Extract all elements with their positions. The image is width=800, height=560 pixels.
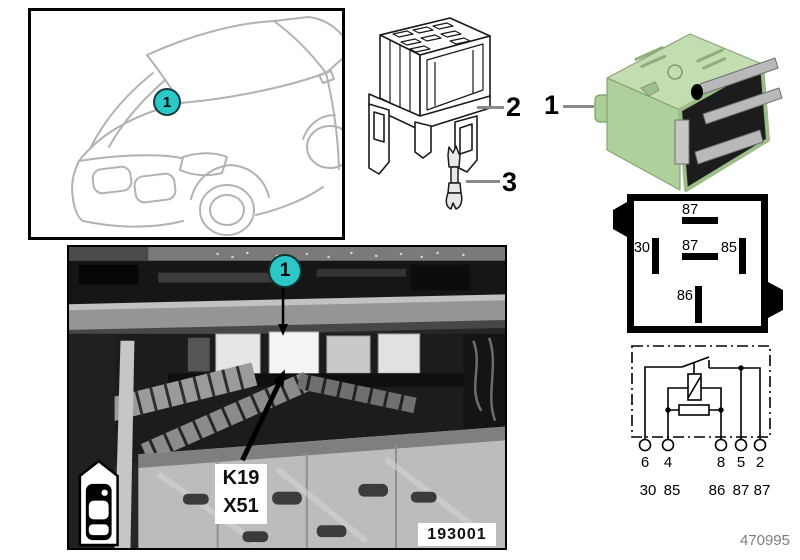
pin-assignment-diagram: 87 30 87 85 86 (613, 194, 783, 333)
junction-dot-left (665, 407, 671, 413)
relay-face-hole (691, 84, 703, 100)
relay-code-label: K19 X51 (215, 464, 267, 524)
pin-label-85: 85 (721, 240, 737, 256)
pin-name-87b: 87 (754, 482, 771, 499)
junction-dot-87 (738, 365, 744, 371)
cable-zone-right (463, 333, 505, 455)
callout-marker-car[interactable]: 1 (153, 88, 181, 116)
left-pillar (114, 340, 135, 548)
callout-photo-label: 1 (279, 260, 291, 281)
relay-front-face (606, 77, 681, 191)
terminal-circle-2 (753, 438, 767, 452)
socket-leg-right-slot (459, 123, 473, 155)
terminal-circle-6 (638, 438, 652, 452)
pin-label-87-center: 87 (682, 238, 698, 254)
pin-bar-87-center (682, 253, 718, 260)
kidney-grille (91, 165, 177, 204)
doc-number: 470995 (739, 532, 790, 549)
car-location-panel: 1 (28, 8, 345, 240)
wire-terminal-4 (667, 387, 688, 440)
relay-top-markings (634, 46, 727, 80)
pin-name-86: 86 (709, 482, 726, 499)
leader-line-1 (563, 105, 594, 108)
car-body-lines (71, 16, 342, 228)
item-label-1[interactable]: 1 (544, 90, 560, 120)
coil-diagonal (687, 375, 702, 399)
callout-car-label: 1 (162, 93, 172, 111)
pin-shaft (450, 166, 459, 184)
wiring-harness (97, 362, 417, 463)
pin-label-86: 86 (677, 288, 693, 304)
callout-arrow (278, 286, 288, 336)
pin-name-30: 30 (640, 482, 657, 499)
photo-id-label: 193001 (418, 523, 496, 546)
terminal-circle-5 (734, 438, 748, 452)
contact-pin-drawing (445, 145, 463, 210)
terminal-circle-8 (714, 438, 728, 452)
car-position-icon (78, 459, 119, 547)
terminal-number-8: 8 (717, 454, 725, 471)
relay-top-notch (640, 81, 660, 97)
pin-foot (445, 192, 463, 210)
pin-crown (447, 145, 461, 168)
terminal-number-2: 2 (756, 454, 764, 471)
pin-name-87a: 87 (733, 482, 750, 499)
photo-top-strip (69, 247, 505, 261)
leader-line-3 (466, 180, 500, 183)
pin-label-87-top: 87 (682, 202, 698, 218)
photo-scene (69, 247, 505, 548)
support-bar (69, 294, 505, 338)
resistor (678, 404, 710, 416)
relay-code-line1: K19 (222, 467, 260, 489)
socket-terminal-holes (392, 22, 471, 53)
item-label-3[interactable]: 3 (502, 167, 518, 197)
relay-socket-drawing (368, 17, 491, 175)
pin-bar-86 (695, 286, 702, 323)
headlight (179, 152, 228, 177)
wire-terminal-8 (701, 387, 722, 440)
relay-code-line2: X51 (223, 495, 259, 517)
pin-diagram-tab-left (613, 202, 627, 237)
socket-center-clip (414, 121, 432, 159)
front-wheel (190, 164, 270, 236)
pin-label-30: 30 (634, 240, 650, 256)
schematic-boundary (631, 345, 771, 438)
photo-speckles (216, 251, 465, 259)
pin-diagram-tab-right (768, 282, 783, 318)
terminal-circle-4 (661, 438, 675, 452)
car-outline-drawing (71, 16, 342, 236)
pin-bar-30 (652, 238, 659, 274)
socket-leg-left-slot (373, 111, 385, 143)
rear-wheel (302, 114, 342, 169)
terminal-number-4: 4 (664, 454, 672, 471)
item-label-2[interactable]: 2 (506, 92, 522, 122)
terminal-number-5: 5 (737, 454, 745, 471)
installation-photo: 1 K19 X51 193001 (67, 245, 507, 550)
junction-dot-right (718, 407, 724, 413)
relay-pins (674, 57, 783, 165)
side-mirror (318, 70, 335, 84)
leader-line-2 (477, 106, 504, 109)
wire-terminal-6 (644, 366, 682, 440)
terminal-number-6: 6 (641, 454, 649, 471)
circuit-schematic: 6 4 8 5 2 30 85 86 87 87 (631, 345, 771, 499)
pin-bar-85 (739, 238, 746, 274)
pin-name-85: 85 (664, 482, 681, 499)
pin-collar (447, 182, 462, 194)
relay-pointer-arrow (240, 369, 286, 462)
wire-87-rail (709, 367, 761, 440)
relay-photo (594, 33, 783, 192)
socket-face-detail (389, 40, 484, 113)
callout-marker-photo[interactable]: 1 (268, 254, 302, 288)
switch-blade (681, 356, 710, 368)
pin-bar-87-top (682, 217, 718, 224)
